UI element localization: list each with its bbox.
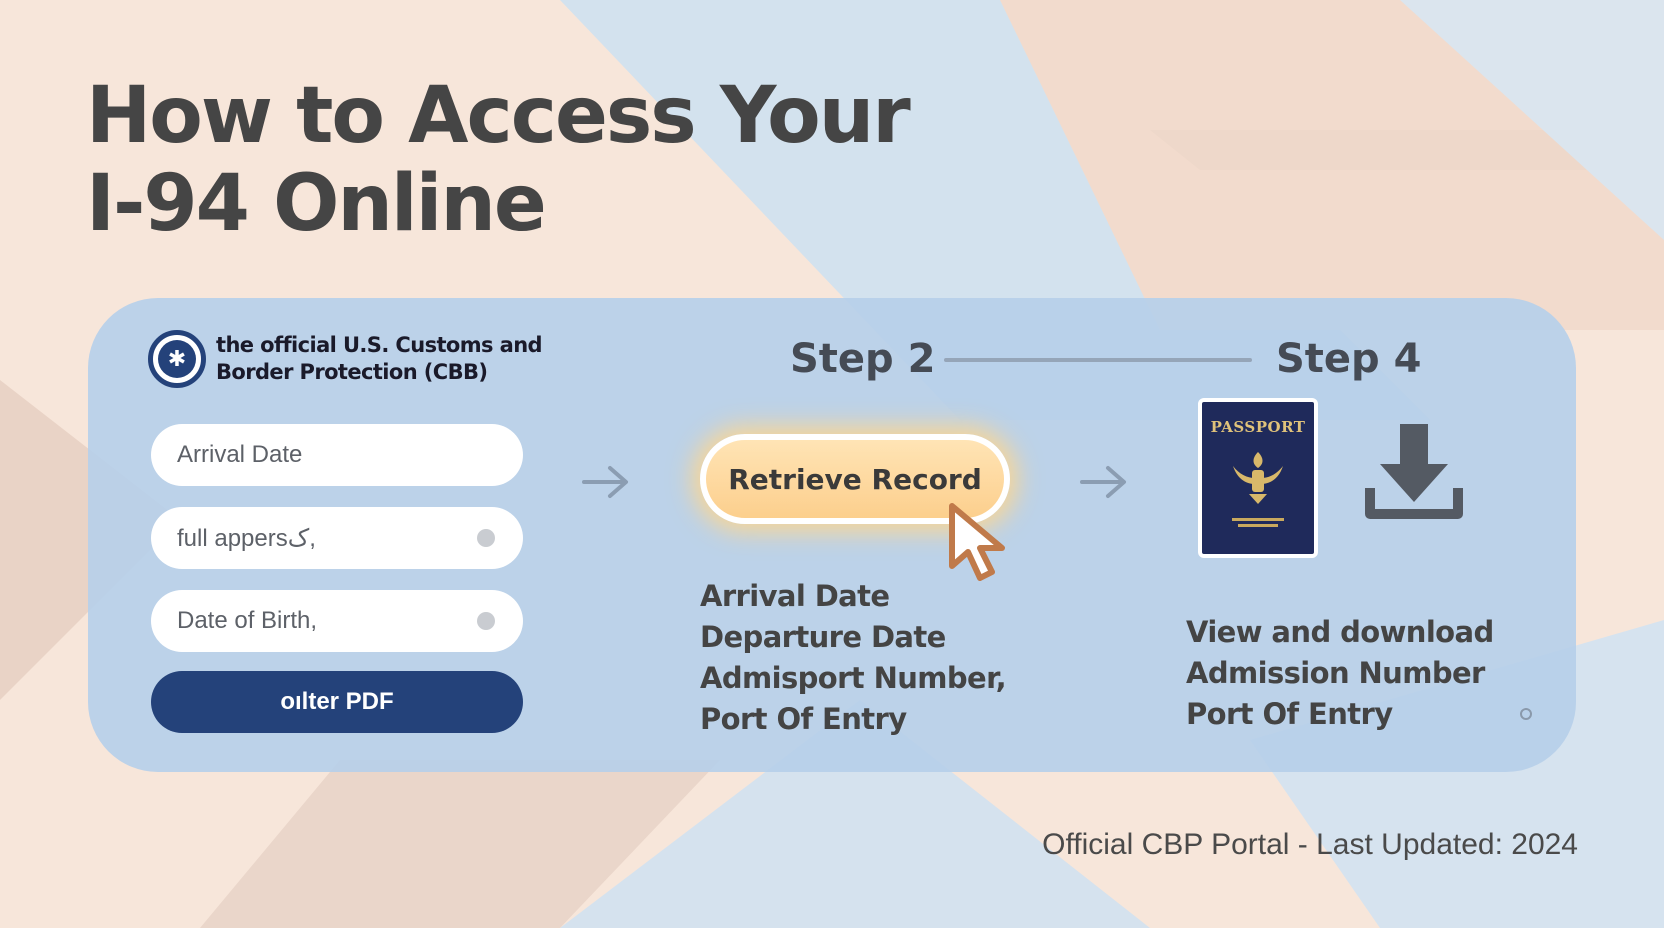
- date-of-birth-field[interactable]: Date of Birth,: [151, 590, 523, 652]
- passport-icon: PASSPORT: [1198, 398, 1318, 558]
- eagle-emblem-icon: [1233, 452, 1283, 504]
- date-of-birth-text: Date of Birth,: [177, 607, 318, 634]
- agency-header: ✱ the official U.S. Customs and Border P…: [148, 330, 543, 388]
- mouse-pointer-icon: [949, 503, 1005, 581]
- pdf-button[interactable]: oılter PDF: [151, 671, 523, 733]
- step-4-details: View and download Admission Number Port …: [1186, 612, 1494, 735]
- page-title-line2: I-94 Online: [86, 159, 547, 249]
- eagle-seal-icon: ✱: [148, 330, 206, 388]
- step-2-details: Arrival Date Departure Date Admisport Nu…: [700, 576, 1007, 740]
- page-title-line1: How to Access Your: [86, 71, 911, 161]
- passport-text-lines: [1232, 518, 1284, 527]
- agency-name: the official U.S. Customs and Border Pro…: [216, 332, 543, 386]
- full-name-field[interactable]: full appersک,: [151, 507, 523, 569]
- agency-name-line2: Border Protection (CBB): [216, 360, 488, 384]
- arrival-date-field[interactable]: Arrival Date: [151, 424, 523, 486]
- instructions-card: ✱ the official U.S. Customs and Border P…: [88, 298, 1576, 772]
- footer-text: Official CBP Portal - Last Updated: 2024: [1042, 828, 1578, 861]
- arrival-date-text: Arrival Date: [177, 441, 303, 468]
- detail-departure-date: Departure Date: [700, 620, 946, 654]
- step-4-label: Step 4: [1276, 336, 1422, 382]
- field-status-dot: [477, 529, 495, 547]
- arrow-right-icon: [1080, 466, 1126, 498]
- agency-name-line1: the official U.S. Customs and: [216, 333, 543, 357]
- arrow-right-icon: [582, 466, 628, 498]
- detail-port-of-entry: Port Of Entry: [1186, 697, 1393, 731]
- detail-admission-number: Admisport Number,: [700, 661, 1007, 695]
- step-connector-line: [944, 358, 1252, 362]
- detail-arrival-date: Arrival Date: [700, 579, 890, 613]
- indicator-dot: [1520, 708, 1532, 720]
- full-name-text: full appersک,: [177, 524, 316, 552]
- download-icon: [1365, 424, 1463, 519]
- page-title: How to Access Your I-94 Online: [86, 71, 911, 249]
- step-2-label: Step 2: [790, 336, 936, 382]
- detail-view-download: View and download: [1186, 615, 1494, 649]
- detail-port-of-entry: Port Of Entry: [700, 702, 907, 736]
- field-status-dot: [477, 612, 495, 630]
- passport-label: PASSPORT: [1210, 418, 1306, 436]
- detail-admission-number: Admission Number: [1186, 656, 1485, 690]
